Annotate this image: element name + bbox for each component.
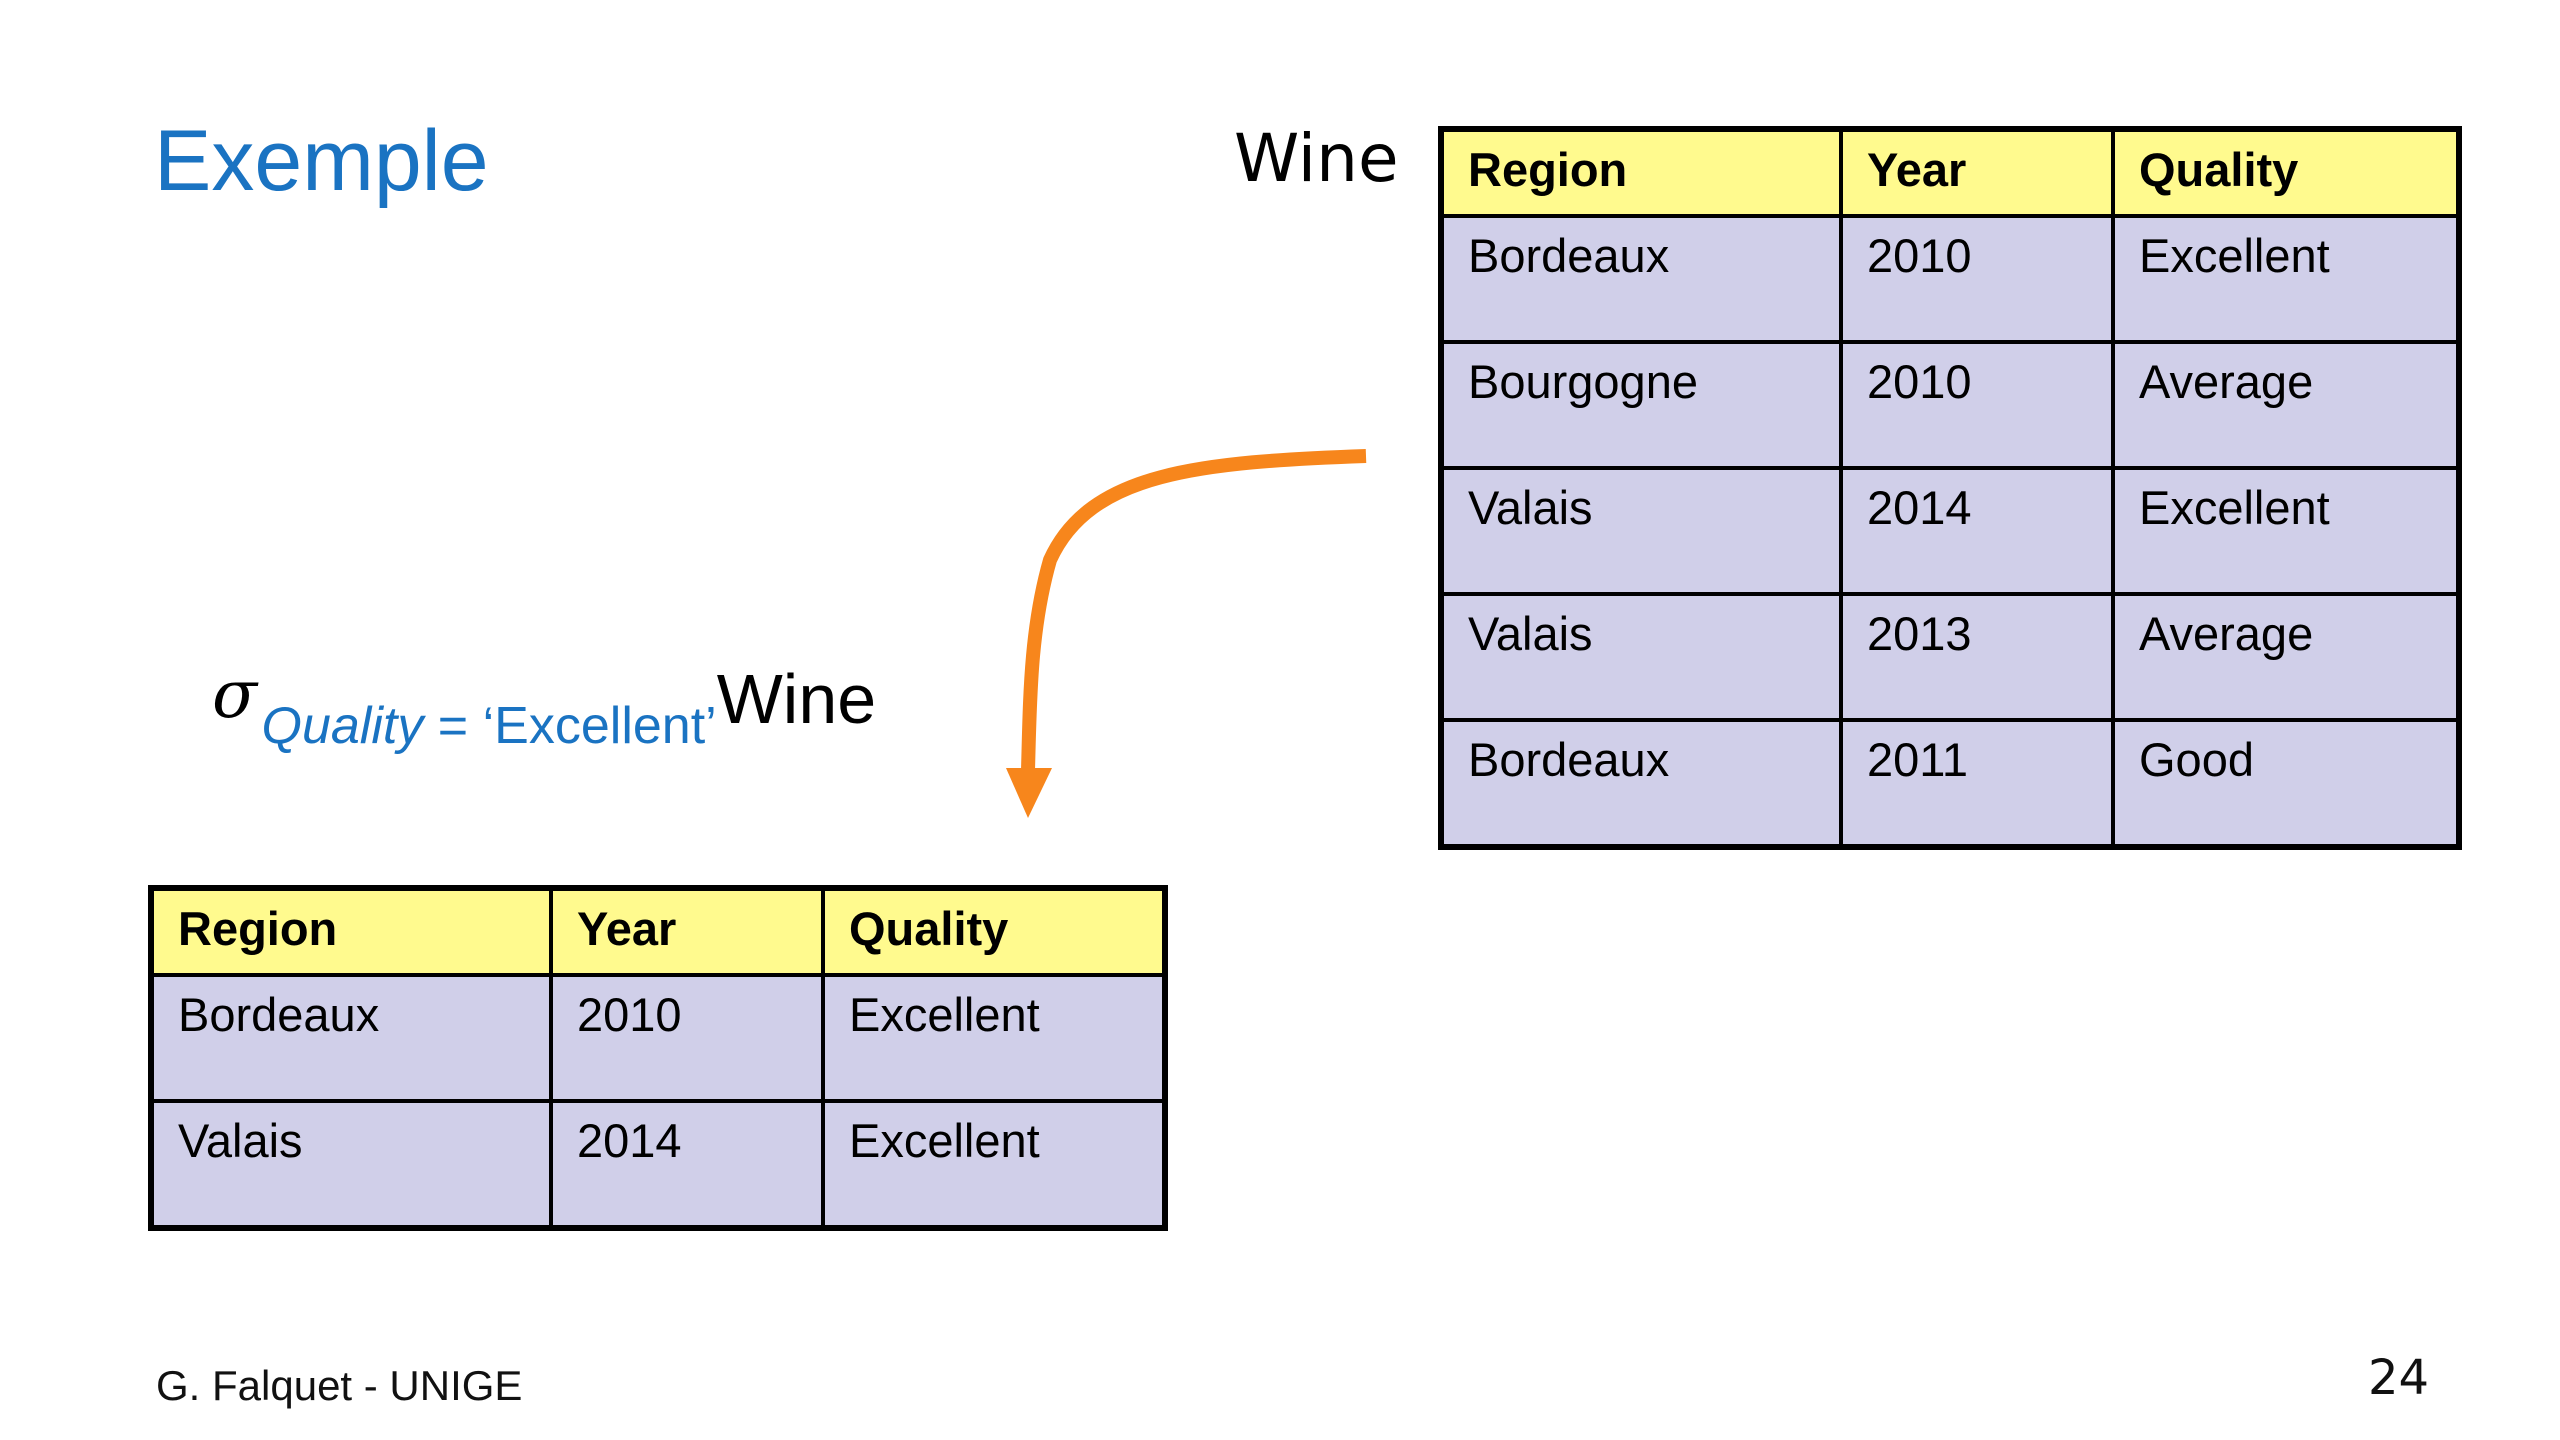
wine-table: Region Year Quality Bordeaux 2010 Excell… (1438, 126, 2462, 850)
sigma-operator: σ (212, 656, 258, 733)
cell-region: Valais (1439, 592, 1843, 722)
selection-expression: σ Quality = ‘Excellent’Wine (212, 662, 876, 753)
condition-value: = ‘Excellent’ (423, 697, 717, 755)
result-table: Region Year Quality Bordeaux 2010 Excell… (148, 885, 1168, 1231)
table-row: Valais 2014 Excellent (149, 1099, 1167, 1230)
expression-relation: Wine (716, 660, 877, 738)
cell-region: Valais (1439, 466, 1843, 596)
arrow-head-icon (1006, 768, 1052, 818)
condition-attribute: Quality (261, 697, 424, 755)
cell-region: Valais (149, 1099, 553, 1230)
cell-quality: Average (2111, 592, 2461, 722)
cell-year: 2014 (549, 1099, 825, 1230)
cell-year: 2010 (549, 973, 825, 1103)
footer-author: G. Falquet - UNIGE (156, 1362, 523, 1409)
column-header-year: Year (1839, 127, 2115, 218)
column-header-region: Region (1439, 127, 1843, 218)
table-row: Valais 2013 Average (1439, 592, 2461, 722)
slide-title: Exemple (154, 113, 489, 209)
selection-condition: Quality = ‘Excellent’ (262, 697, 717, 755)
cell-region: Bordeaux (1439, 718, 1843, 849)
cell-quality: Good (2111, 718, 2461, 849)
cell-region: Bordeaux (1439, 214, 1843, 344)
column-header-quality: Quality (2111, 127, 2461, 218)
cell-quality: Excellent (821, 1099, 1167, 1230)
cell-region: Bourgogne (1439, 340, 1843, 470)
cell-year: 2010 (1839, 340, 2115, 470)
cell-quality: Excellent (2111, 466, 2461, 596)
cell-region: Bordeaux (149, 973, 553, 1103)
column-header-region: Region (149, 886, 553, 977)
column-header-quality: Quality (821, 886, 1167, 977)
cell-quality: Excellent (821, 973, 1167, 1103)
cell-year: 2011 (1839, 718, 2115, 849)
table-row: Valais 2014 Excellent (1439, 466, 2461, 596)
cell-year: 2010 (1839, 214, 2115, 344)
table-row: Bourgogne 2010 Average (1439, 340, 2461, 470)
arrow-curve (1021, 449, 1367, 771)
column-header-year: Year (549, 886, 825, 977)
cell-quality: Excellent (2111, 214, 2461, 344)
table-row: Bordeaux 2010 Excellent (1439, 214, 2461, 344)
table-header-row: Region Year Quality (1439, 127, 2461, 218)
table-header-row: Region Year Quality (149, 886, 1167, 977)
table-row: Bordeaux 2010 Excellent (149, 973, 1167, 1103)
table-row: Bordeaux 2011 Good (1439, 718, 2461, 849)
cell-year: 2013 (1839, 592, 2115, 722)
cell-year: 2014 (1839, 466, 2115, 596)
page-number: 24 (2368, 1350, 2430, 1406)
cell-quality: Average (2111, 340, 2461, 470)
source-relation-name: Wine (1234, 120, 1399, 197)
